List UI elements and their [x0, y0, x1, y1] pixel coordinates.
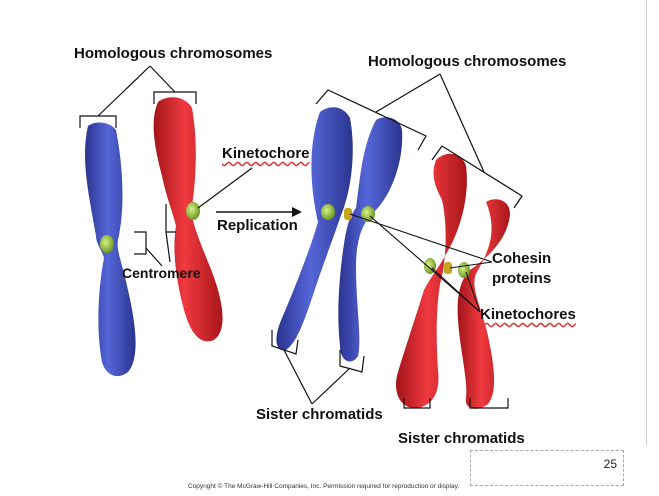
page-number: 25 [603, 457, 617, 471]
slide-edge-divider [646, 0, 647, 445]
red-sister-chromatid [396, 153, 467, 409]
cohesin-protein [444, 262, 452, 274]
replication-arrow [216, 207, 302, 217]
page-number-box: 25 [470, 450, 624, 486]
kinetochore-dot [321, 204, 335, 220]
cohesin-label-line1: Cohesin [492, 250, 552, 267]
cohesin-label-line2: proteins [492, 270, 552, 287]
kinetochore-label: Kinetochore [222, 145, 310, 162]
homologous-chromosomes-label-left: Homologous chromosomes [74, 45, 273, 62]
homologous-bracket-right [315, 73, 523, 209]
cohesin-protein [344, 208, 352, 220]
red-chromosome [153, 97, 223, 342]
red-sister-chromatid [457, 199, 510, 409]
kinetochore-dot [100, 235, 114, 253]
replication-label: Replication [217, 217, 298, 234]
kinetochore-leader [197, 167, 253, 209]
blue-sister-chromatid [276, 107, 353, 351]
homologous-bracket-left [79, 65, 197, 128]
kinetochore-dot [458, 262, 470, 278]
centromere-bracket [134, 204, 176, 267]
sister-chromatids-bracket-right [403, 398, 509, 409]
kinetochores-leader [369, 215, 481, 313]
sister-chromatids-label-right: Sister chromatids [398, 430, 525, 447]
copyright-notice: Copyright © The McGraw-Hill Companies, I… [188, 483, 460, 490]
kinetochores-label: Kinetochores [480, 306, 576, 323]
kinetochore-dot [424, 258, 436, 274]
blue-sister-chromatid [338, 117, 403, 362]
sister-chromatids-label-left: Sister chromatids [256, 406, 383, 423]
kinetochore-dot [186, 202, 200, 220]
homologous-chromosomes-label-right: Homologous chromosomes [368, 53, 567, 70]
centromere-label: Centromere [122, 265, 201, 281]
cohesin-leader [349, 213, 493, 269]
sister-chromatids-bracket-left [271, 330, 365, 405]
